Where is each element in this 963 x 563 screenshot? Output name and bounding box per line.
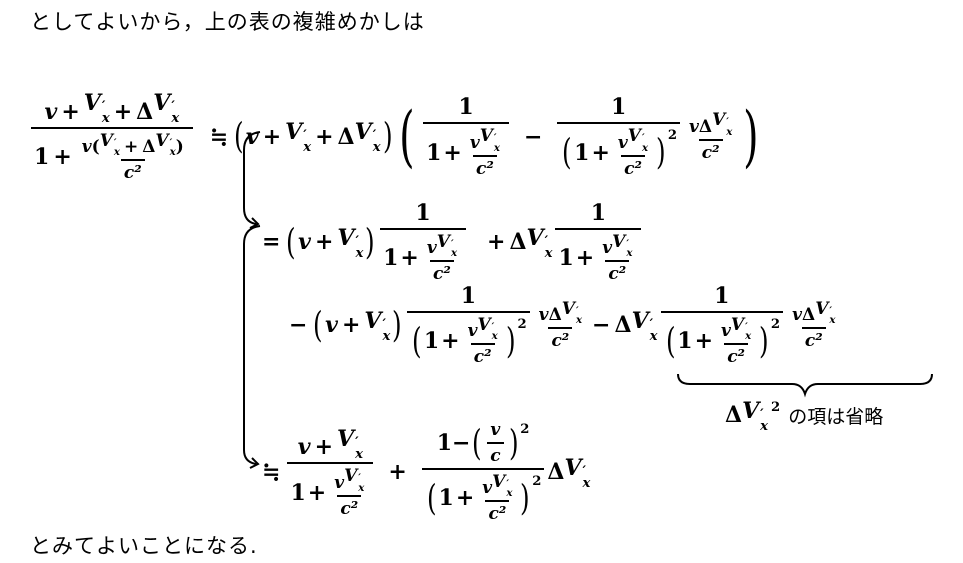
intro-text: としてよいから，上の表の複雑めかしは — [30, 10, 425, 34]
v-x-prime: V′x — [155, 130, 176, 158]
v-x-prime: V′x — [564, 454, 591, 491]
v-x-prime: V′x — [337, 224, 364, 261]
v-x-prime: V′x — [612, 232, 633, 260]
v-x-prime: V′x — [631, 307, 658, 344]
underbrace — [677, 373, 933, 398]
v-x-prime: V′x — [730, 315, 752, 343]
derivation-arrows — [243, 131, 261, 469]
v-x-prime: V′x — [742, 398, 769, 434]
v-x-prime: V′x — [477, 315, 498, 343]
v-x-prime: V′x — [815, 299, 836, 327]
conclusion-text: とみてよいことになる. — [30, 534, 258, 558]
v-x-prime: V′x — [492, 472, 513, 500]
v-x-prime: V′x — [712, 110, 733, 138]
v-x-prime: V′x — [344, 466, 365, 494]
v-x-prime: V′x — [285, 119, 312, 156]
v-x-prime: V′x — [479, 126, 500, 154]
v-x-prime: V′x — [526, 224, 553, 261]
v-x-prime: V′x — [436, 232, 458, 260]
v-x-prime: V′x — [561, 299, 583, 327]
v-x-prime: V′x — [337, 425, 363, 462]
v-x-prime: V′x — [354, 119, 381, 156]
v-x-prime: V′x — [153, 90, 180, 126]
v-x-prime: V′x — [627, 126, 649, 154]
v-x-prime: V′x — [83, 90, 110, 126]
v-x-prime: V′x — [364, 307, 391, 344]
v-x-prime: V′x — [99, 130, 120, 158]
